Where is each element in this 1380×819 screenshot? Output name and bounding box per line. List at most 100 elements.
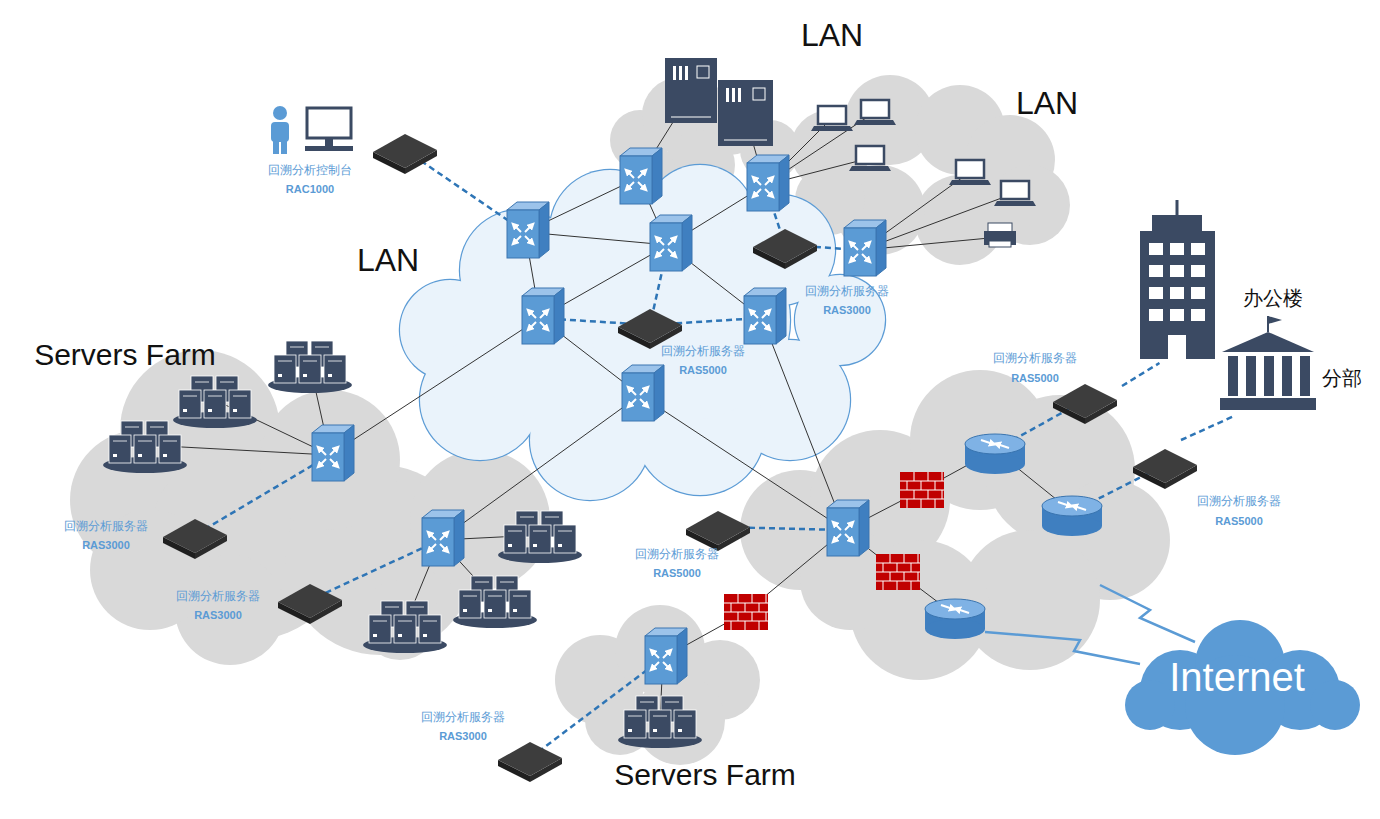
switch-icon (507, 210, 539, 258)
firewall-icon (876, 554, 920, 590)
switch-icon (330, 448, 337, 455)
switch-icon (776, 288, 786, 344)
server-farm-icon (324, 355, 346, 383)
branch-building-icon (1246, 356, 1256, 396)
server-farm-icon (195, 382, 209, 383)
appliance-icon (1133, 449, 1197, 489)
network-label: Servers Farm (555, 618, 815, 798)
switch-icon (312, 425, 354, 481)
server-farm-icon (179, 390, 201, 418)
device-label: 回溯分析服务器RAS5000 (980, 348, 1122, 424)
model-number: RAS5000 (653, 567, 701, 580)
firewall-icon (766, 594, 767, 603)
router-icon (1074, 506, 1086, 510)
firewall-icon (724, 594, 768, 630)
monitor-icon (305, 146, 353, 151)
firewall-icon (897, 581, 898, 590)
server-farm-icon (674, 710, 696, 738)
server-rack-icon (671, 117, 711, 118)
server-farm-icon (220, 382, 234, 383)
firewall-icon (731, 621, 732, 630)
laptop-icon (861, 100, 889, 118)
server-rack-icon (697, 66, 709, 78)
server-rack-icon (724, 140, 767, 141)
server-farm-icon (173, 376, 257, 428)
server-farm-icon (618, 696, 702, 748)
office-building-icon (1170, 287, 1184, 299)
switch-icon (422, 518, 454, 566)
device-label: 回溯分析服务器RAS3000 (160, 578, 350, 628)
firewall-icon (907, 499, 908, 508)
device-label: 回溯分析服务器 RAS5000 (1130, 440, 1300, 532)
firewall-icon (935, 481, 936, 490)
office-building-icon (1176, 200, 1179, 216)
operator-icon (281, 138, 287, 154)
server-farm-icon (513, 609, 517, 612)
operator-icon (273, 106, 287, 120)
router-icon (1042, 496, 1102, 536)
office-building-icon (1152, 215, 1202, 231)
internet-cloud (1125, 620, 1360, 755)
appliance-icon (498, 742, 562, 776)
server-rack-icon (732, 88, 735, 102)
server-farm-icon (398, 634, 402, 637)
laptop-icon (849, 166, 891, 171)
server-farm-icon (363, 601, 447, 653)
server-farm-icon (488, 609, 492, 612)
firewall-icon (914, 472, 915, 481)
server-farm-icon (233, 396, 247, 397)
server-farm-icon (504, 525, 526, 553)
switch-icon (663, 662, 670, 669)
server-farm-icon (394, 615, 416, 643)
server-rack-icon (718, 80, 773, 146)
router-icon (925, 599, 985, 639)
laptop-icon (994, 181, 1036, 206)
laptop-icon (949, 160, 991, 185)
firewall-icon (890, 572, 891, 581)
router-icon (965, 454, 1025, 474)
mirror-link (195, 455, 330, 535)
switch-icon (638, 182, 645, 189)
device-label: 回溯分析服务器RAS5000 (618, 503, 758, 583)
server-farm-icon (385, 607, 399, 608)
node-title: 回溯分析服务器 (1197, 495, 1281, 509)
switch-icon (507, 202, 549, 258)
node-title: LAN (801, 17, 863, 54)
laptop-icon (856, 146, 884, 164)
server-farm-icon (113, 441, 127, 442)
operator-icon (273, 138, 279, 154)
server-farm-icon (103, 421, 187, 473)
server-farm-icon (315, 347, 329, 348)
monitor-icon (325, 138, 333, 146)
router-icon (965, 434, 1025, 474)
appliance-icon (373, 134, 437, 168)
network-label: Servers Farm回溯分析服务器RAS3000回溯分析服务器RAS3000 (12, 330, 552, 660)
switch-icon (344, 425, 354, 481)
appliance-icon (163, 519, 227, 559)
branch-building-icon (1300, 356, 1310, 396)
switch-icon (657, 249, 664, 256)
switch-icon (514, 225, 521, 232)
router-icon (1042, 496, 1102, 516)
network-wire (330, 318, 540, 455)
server-farm-icon (138, 454, 142, 457)
server-farm-cloud (260, 390, 400, 530)
appliance-icon (753, 229, 817, 263)
branch-building-icon (1282, 356, 1292, 396)
model-number: RAS5000 (1215, 515, 1263, 528)
mirror-link (1122, 363, 1159, 386)
switch-icon (422, 510, 464, 566)
firewall-icon (911, 581, 912, 590)
model-number: RAS5000 (1011, 372, 1059, 385)
server-farm-icon (299, 355, 321, 383)
laptop-icon (849, 146, 891, 171)
network-label: Internet (1125, 625, 1365, 730)
router-icon (997, 444, 1009, 448)
model-number: RAS3000 (823, 304, 871, 317)
router-icon (925, 599, 985, 619)
router-icon (941, 605, 953, 609)
device-label: 回溯分析控制台RAC1000 (250, 100, 370, 200)
firewall-icon (738, 594, 739, 603)
server-farm-icon (134, 435, 156, 463)
appliance-icon (618, 309, 682, 349)
